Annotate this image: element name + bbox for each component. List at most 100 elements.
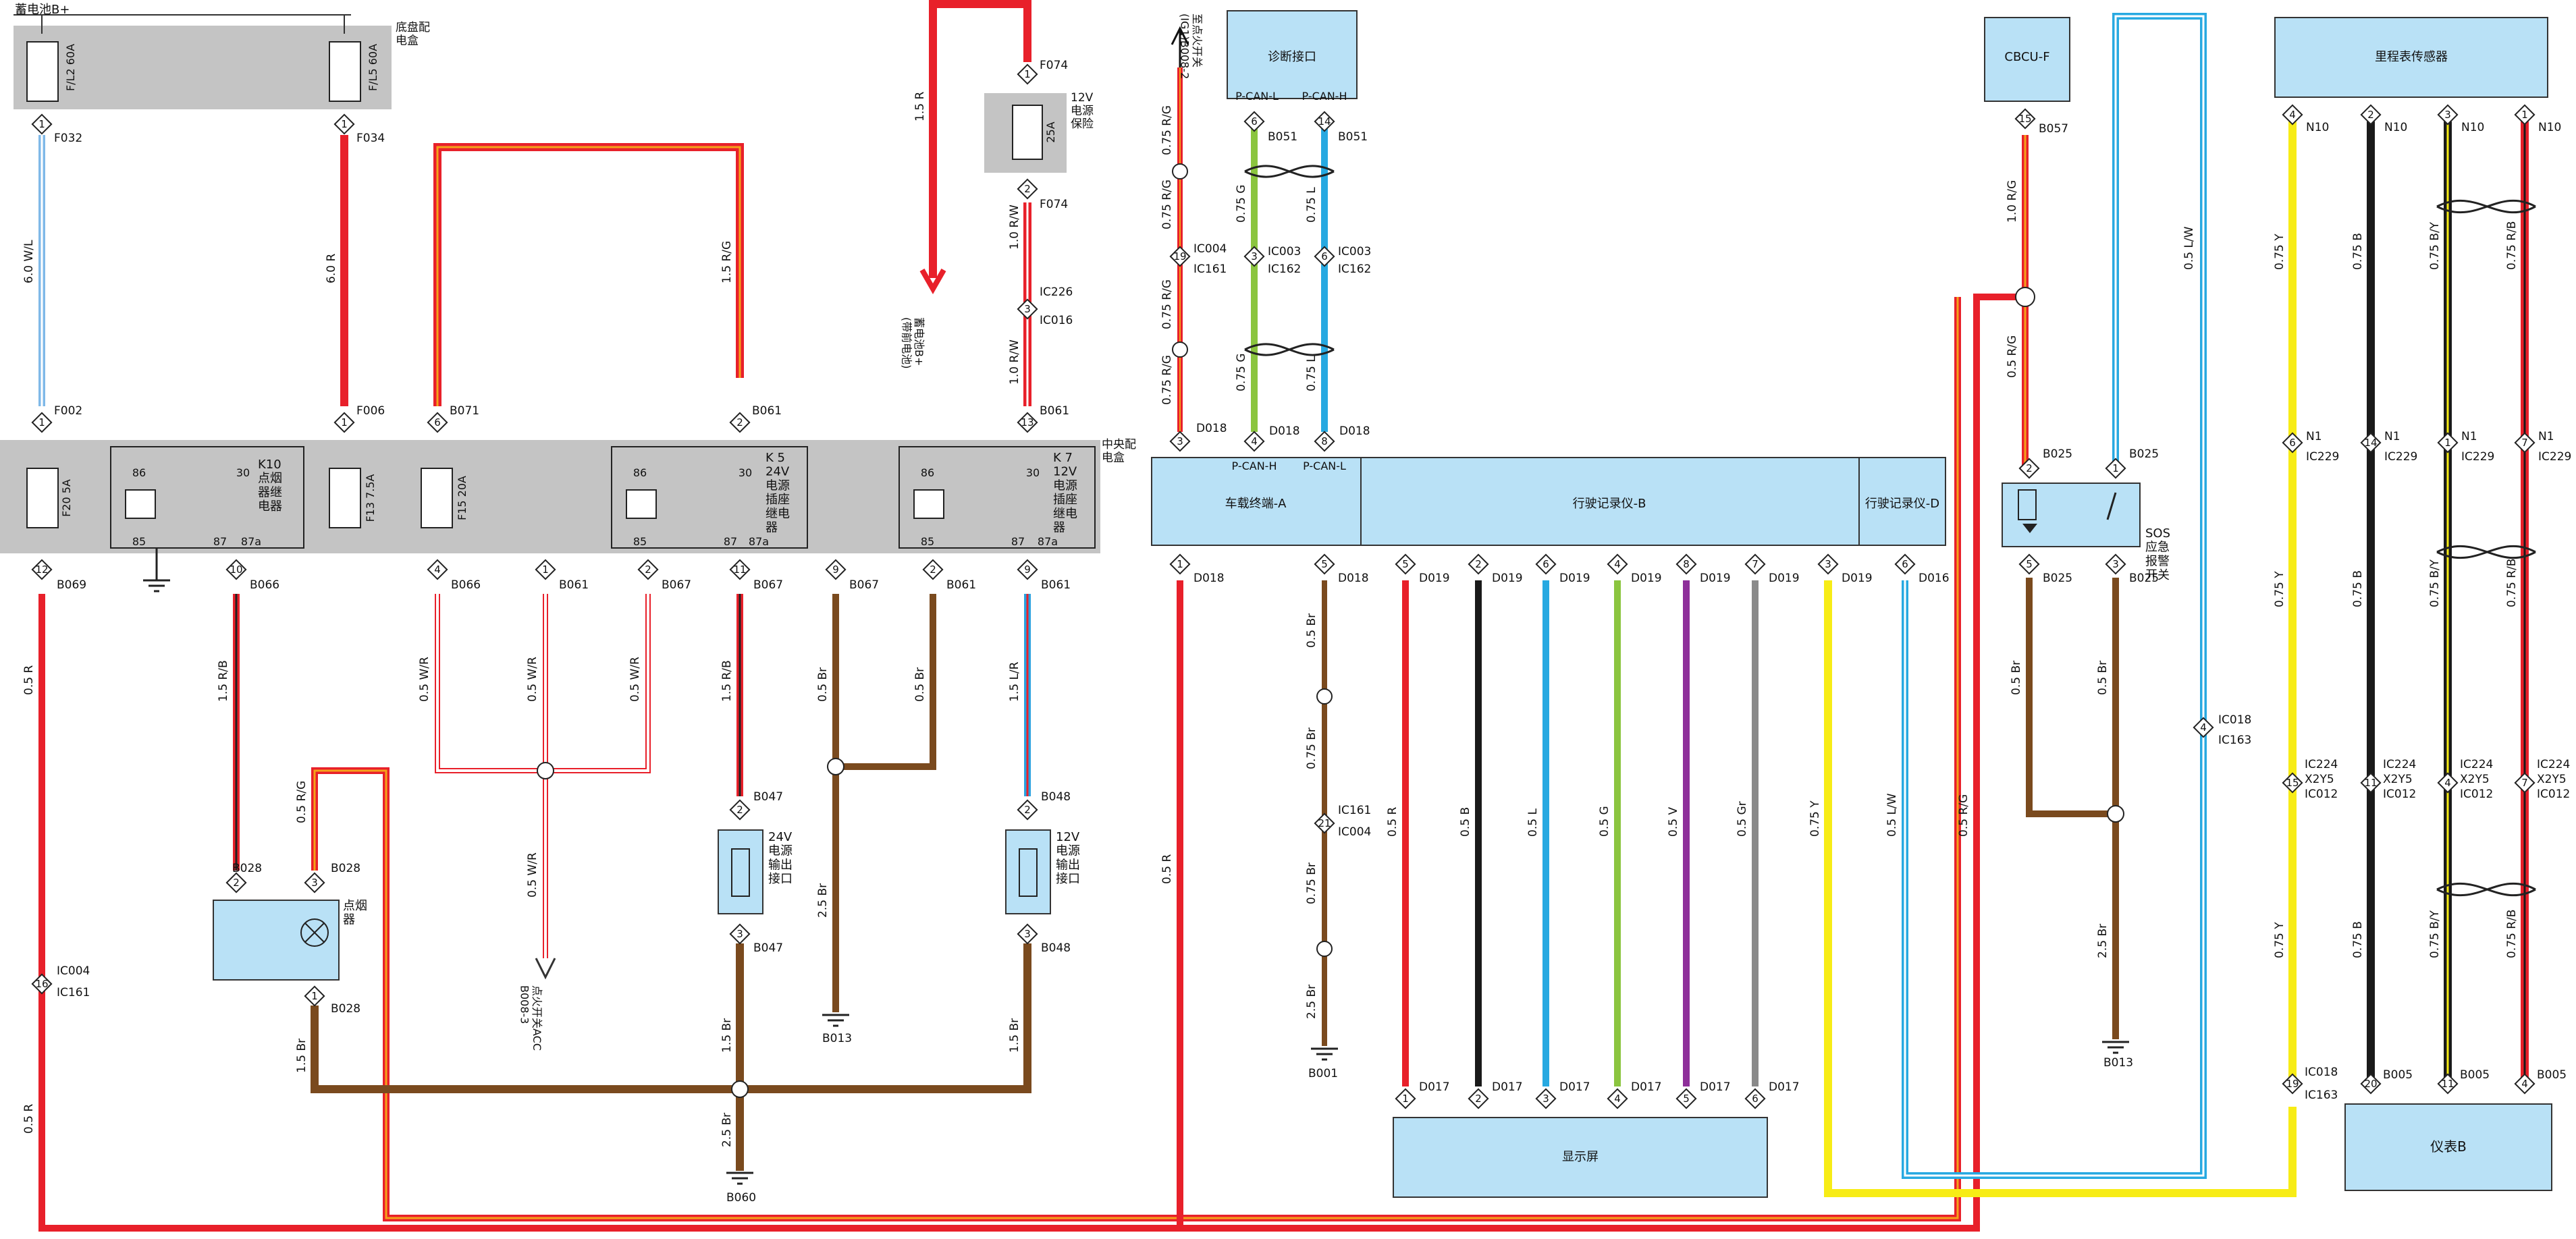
svg-text:11: 11 (2441, 1078, 2454, 1090)
svg-text:4: 4 (1614, 558, 1621, 570)
fuse-fl2-label: F/L2 60A (64, 44, 77, 91)
conn-f074-top: 1 (1017, 63, 1038, 85)
wl-075rg-d: 0.75 R/G (1160, 355, 1174, 405)
wl-075br-a: 0.75 Br (1305, 727, 1318, 769)
label-b025-1: B025 (2129, 447, 2159, 461)
label-n1-14: N1 (2384, 430, 2400, 443)
label-ic012-7: IC012 (2537, 788, 2570, 801)
label-d019-2: D019 (1492, 572, 1523, 585)
svg-text:3: 3 (1024, 928, 1031, 940)
svg-text:14: 14 (1318, 115, 1331, 128)
label-b051-h: B051 (1338, 130, 1368, 144)
wire-0.5-lw-stripe (1904, 15, 2205, 1177)
socket12-box (1005, 829, 1051, 914)
label-ic229-6: IC229 (2306, 450, 2339, 464)
label-b025-3: B025 (2129, 572, 2159, 585)
svg-text:12: 12 (35, 563, 48, 576)
svg-text:13: 13 (1021, 416, 1034, 429)
svg-text:15: 15 (2286, 777, 2299, 789)
k7-pin-86: 86 (921, 466, 934, 479)
svg-text:1: 1 (1024, 68, 1031, 80)
wire-0.5-r-long (38, 294, 2025, 1232)
label-b067-br: B067 (849, 578, 879, 592)
svg-text:5: 5 (1683, 1093, 1690, 1105)
conn-b067-br: 9 (825, 559, 847, 580)
label-ic016: IC016 (1040, 314, 1073, 327)
conn-ic226: 3 (1017, 298, 1038, 320)
socket24-icon (731, 848, 750, 897)
conn-d017-1: 1 (1395, 1088, 1416, 1109)
svg-text:2: 2 (1024, 804, 1031, 816)
label-b061-wr: B061 (559, 578, 589, 592)
conn-d016-6: 6 (1894, 553, 1916, 575)
k10-pin-87a: 87a (241, 535, 261, 548)
conn-ic224-4: 4 (2437, 772, 2459, 794)
label-d017-1: D017 (1419, 1080, 1450, 1094)
svg-text:2: 2 (1475, 1093, 1482, 1105)
conn-b061-lr: 9 (1017, 559, 1038, 580)
sos-box (2002, 483, 2141, 547)
arrow-acc-head (535, 958, 556, 980)
svg-text:1: 1 (38, 416, 45, 429)
cbcu-label: CBCU-F (2004, 50, 2049, 64)
wl-15rg: 1.5 R/G (720, 241, 734, 283)
wl-075rg-a: 0.75 R/G (1160, 105, 1174, 155)
label-d019-4: D019 (1631, 572, 1662, 585)
chassis-box-label: 底盘配电盒 (396, 21, 430, 48)
svg-text:3: 3 (736, 928, 743, 940)
wl-075b-b: 0.75 B (2351, 570, 2365, 607)
conn-b005-20: 20 (2360, 1073, 2382, 1095)
wl-075by-b: 0.75 B/Y (2428, 559, 2442, 607)
label-d019-6: D019 (1559, 572, 1590, 585)
label-b048-a: B048 (1041, 790, 1071, 804)
svg-text:11: 11 (733, 563, 746, 576)
label-ic224-15: IC224 (2305, 758, 2338, 771)
relay-k7-coil (913, 489, 944, 519)
lighter-icon (300, 918, 329, 947)
wl-05gr-disp: 0.5 Gr (1736, 801, 1749, 837)
conn-d018-g: 4 (1243, 431, 1265, 452)
sos-led-icon (2018, 489, 2037, 520)
label-d017-5: D017 (1700, 1080, 1731, 1094)
conn-b066-k10: 10 (225, 559, 247, 580)
conn-d019-8: 8 (1675, 553, 1697, 575)
conn-n10-2: 2 (2360, 104, 2382, 126)
conn-f006: 1 (333, 412, 355, 433)
relay-k7 (898, 446, 1096, 549)
svg-text:3: 3 (311, 877, 318, 889)
label-n1-6: N1 (2306, 430, 2322, 443)
fuse-fl5-label: F/L5 60A (367, 44, 379, 91)
label-d019-8: D019 (1700, 572, 1731, 585)
conn-f074-bot: 2 (1017, 178, 1038, 200)
wire-1.5-rg-stripe (436, 146, 741, 406)
wl-05wr-d: 0.5 W/R (526, 852, 539, 898)
svg-text:2: 2 (645, 563, 651, 576)
conn-b005-4: 4 (2514, 1073, 2535, 1095)
fuse-f15-label: F15 20A (456, 476, 468, 520)
wl-075br-b: 0.75 Br (1305, 862, 1318, 904)
conn-b028-b: 3 (304, 872, 325, 893)
wl-075y-d019: 0.75 Y (1808, 800, 1822, 837)
conn-b061-k5: 2 (729, 412, 751, 433)
svg-text:7: 7 (2521, 777, 2528, 789)
wl-075rg-b: 0.75 R/G (1160, 180, 1174, 229)
wl-05lw-d016: 0.5 L/W (1885, 793, 1899, 837)
wl-075rb-c: 0.75 R/B (2505, 910, 2519, 958)
label-n1-1: N1 (2461, 430, 2477, 443)
battery-top-label: 蓄电池B+ (15, 3, 70, 17)
k7-pin-87: 87 (1011, 535, 1025, 548)
svg-text:8: 8 (1321, 435, 1328, 447)
k7-pin-85: 85 (921, 535, 934, 548)
conn-d019-2: 2 (1468, 553, 1489, 575)
wl-05br-b: 0.5 Br (913, 667, 927, 702)
label-d017-4: D017 (1631, 1080, 1662, 1094)
wl-05r-d018: 0.5 R (1160, 854, 1174, 884)
svg-text:14: 14 (2364, 437, 2377, 449)
label-ic003-g: IC003 (1268, 245, 1301, 258)
wl-075y-odo-c: 0.75 Y (2273, 922, 2286, 958)
label-b051-l: B051 (1268, 130, 1297, 144)
conn-ic003-l: 6 (1314, 246, 1335, 267)
wl-05wr-c: 0.5 W/R (628, 657, 642, 702)
svg-text:4: 4 (2521, 1078, 2528, 1090)
